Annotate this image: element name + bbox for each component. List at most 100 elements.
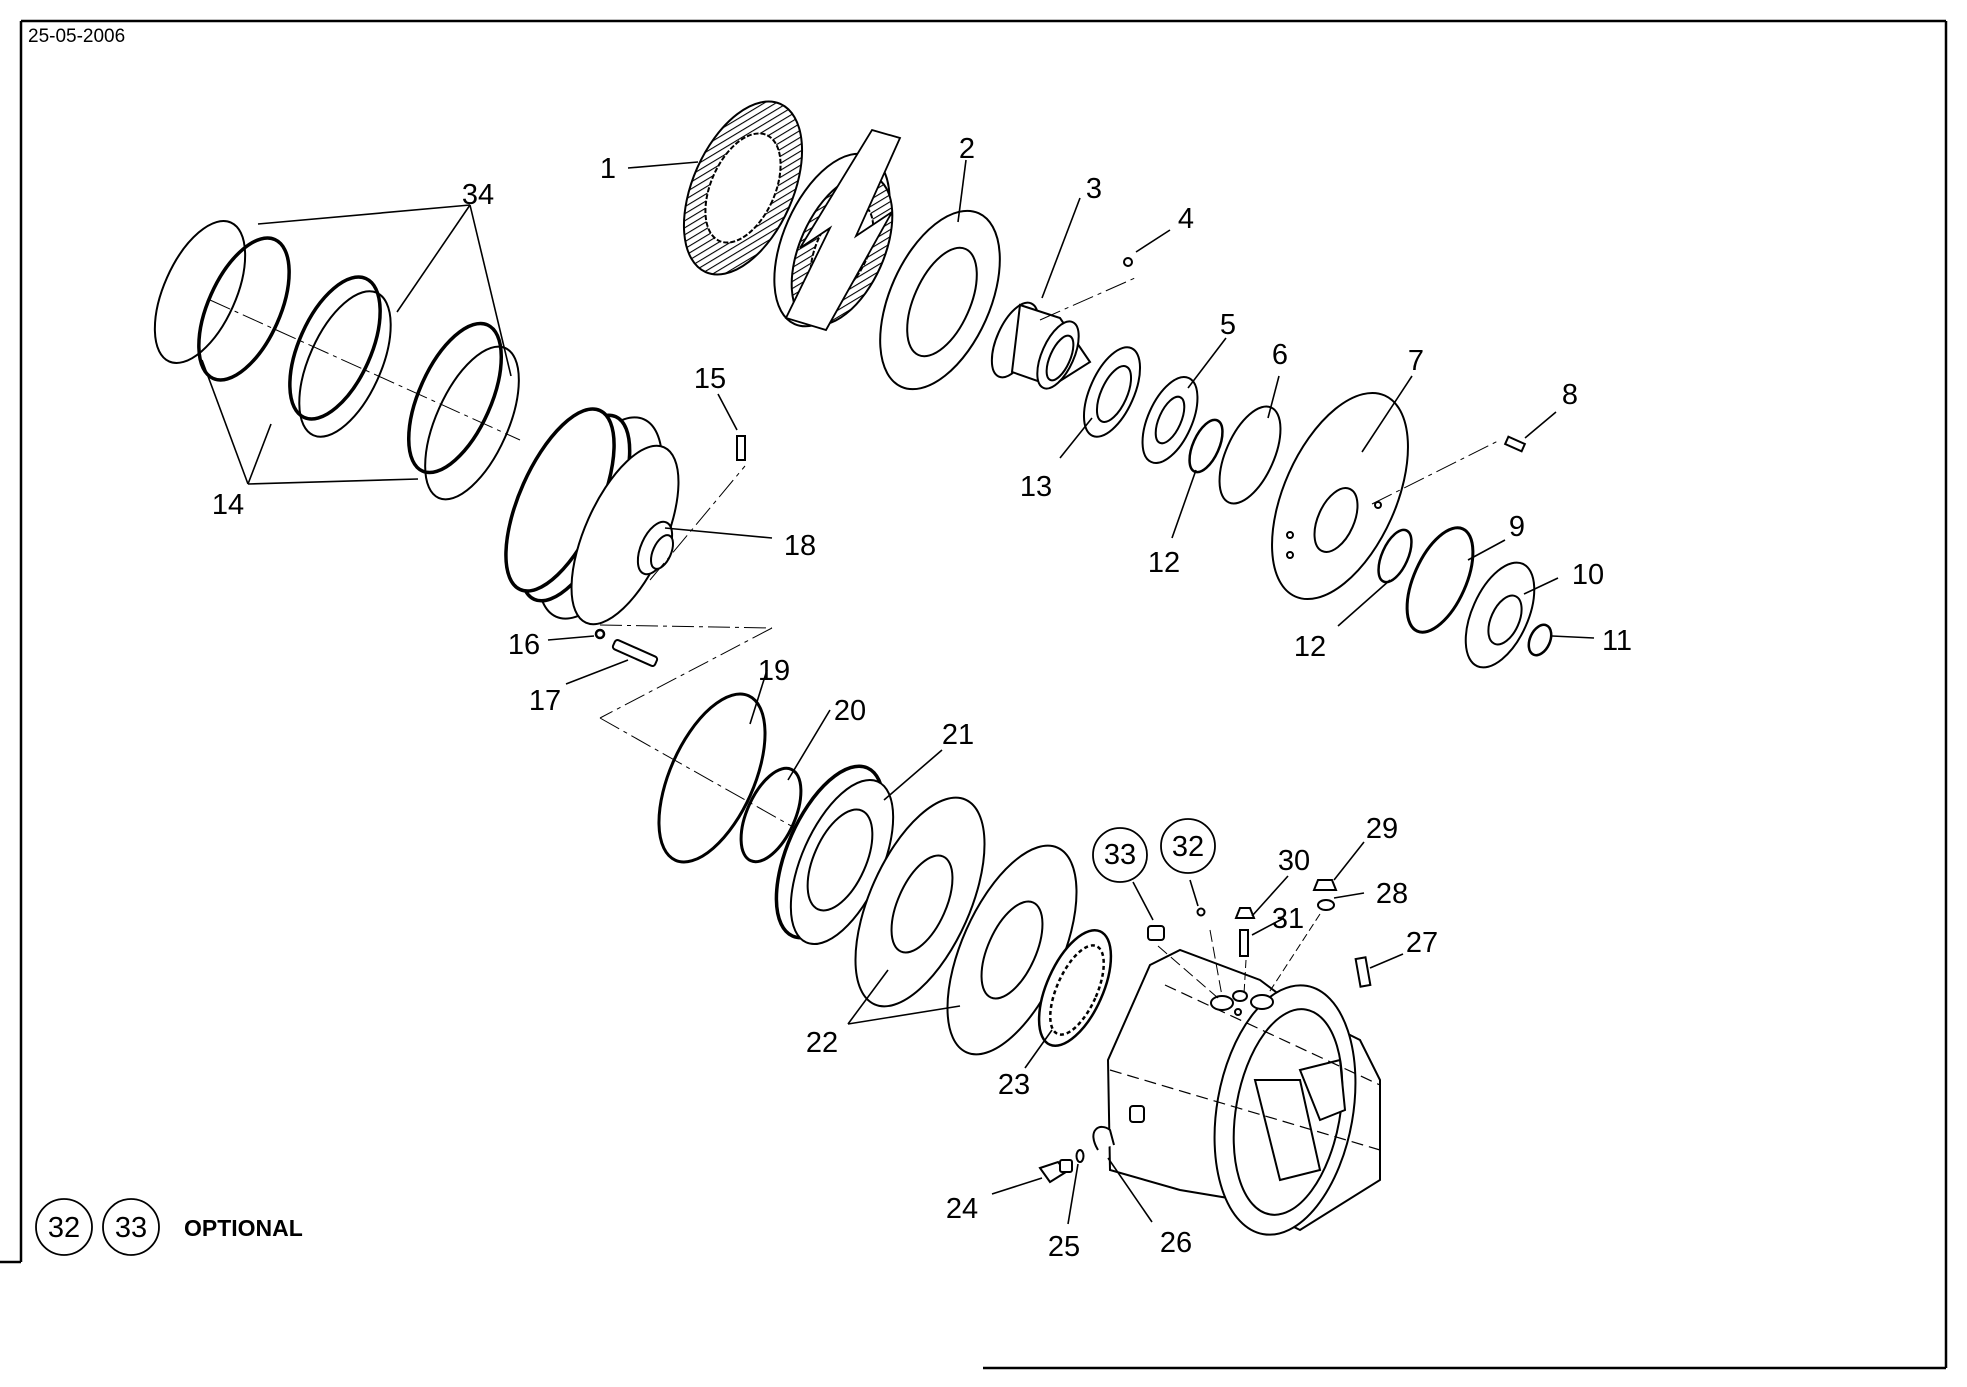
o-ring-9 (1405, 526, 1475, 634)
o-ring-20 (739, 766, 803, 864)
centerline-drum (599, 624, 773, 629)
callout-20: 20 (834, 695, 866, 727)
leader-10 (1523, 577, 1559, 595)
callout-19: 19 (758, 655, 790, 687)
drawing-frame (0, 19, 1948, 1370)
ball-16 (594, 628, 606, 640)
callout-8: 8 (1562, 379, 1578, 411)
axle-housing (1106, 948, 1381, 1236)
callout-25: 25 (1048, 1231, 1080, 1263)
centerline-right (1371, 439, 1501, 505)
callout-33: 33 (1104, 839, 1136, 871)
callout-15: 15 (694, 363, 726, 395)
callout-28: 28 (1376, 878, 1408, 910)
callout-circle-32 (1160, 818, 1216, 874)
leader-9 (1467, 539, 1506, 561)
fittings-29-31 (1234, 841, 1404, 995)
leader-22 (847, 969, 961, 1025)
pin-15 (736, 435, 746, 461)
callout-30: 30 (1278, 845, 1310, 877)
leader-19 (749, 669, 768, 725)
callout-16: 16 (508, 629, 540, 661)
leader-15 (717, 393, 738, 431)
callout-31: 31 (1272, 903, 1304, 935)
bearing-ring (1082, 346, 1142, 438)
callout-34: 34 (462, 179, 494, 211)
callout-27: 27 (1406, 927, 1438, 959)
callout-18: 18 (784, 530, 816, 562)
callout-22: 22 (806, 1027, 838, 1059)
legend-callout-32: 32 (48, 1212, 80, 1244)
washer-5 (1141, 376, 1199, 464)
callout-3: 3 (1086, 173, 1102, 205)
callout-17: 17 (529, 685, 561, 717)
pin-4 (1123, 257, 1133, 267)
callout-21: 21 (942, 719, 974, 751)
callout-24: 24 (946, 1193, 978, 1225)
leader-6 (1267, 375, 1280, 419)
drain-plug-group (991, 1125, 1153, 1225)
leader-12a (1171, 469, 1197, 539)
callout-13: 13 (1020, 471, 1052, 503)
callout-12: 12 (1294, 631, 1326, 663)
leader-23 (1024, 1029, 1053, 1069)
cap-10 (1464, 561, 1536, 669)
callout-4: 4 (1178, 203, 1194, 235)
leader-11 (1551, 635, 1595, 639)
callout-10: 10 (1572, 559, 1604, 591)
leader-7 (1361, 375, 1413, 453)
o-ring-11 (1527, 623, 1553, 657)
callout-9: 9 (1509, 511, 1525, 543)
piston-plate (1271, 391, 1409, 601)
legend-circles (35, 1198, 160, 1256)
leader-17 (565, 659, 629, 685)
callout-29: 29 (1366, 813, 1398, 845)
centerline-drum-b (599, 627, 773, 719)
optional-label: OPTIONAL (184, 1215, 303, 1241)
dowel-8 (1503, 435, 1527, 453)
leader-1 (627, 161, 699, 169)
discs-22 (854, 796, 1078, 1056)
callout-12: 12 (1148, 547, 1180, 579)
leader-12b (1337, 579, 1391, 627)
housing-top-ports (1210, 990, 1274, 1016)
legend-callout-33: 33 (115, 1212, 147, 1244)
leader-4 (1135, 229, 1171, 253)
leader-21 (883, 749, 943, 801)
callout-2: 2 (959, 133, 975, 165)
centerline-drum-d (649, 465, 746, 581)
seal-rings-34-14 (153, 204, 521, 501)
leader-13 (1059, 417, 1093, 459)
callout-5: 5 (1220, 309, 1236, 341)
leader-8 (1524, 411, 1557, 439)
disc-pack-break (773, 128, 902, 332)
leader-3 (1041, 197, 1081, 299)
fitting-33 (1132, 881, 1219, 999)
friction-disc (682, 100, 804, 276)
leader-18 (664, 527, 773, 539)
callout-1: 1 (600, 153, 616, 185)
clutch-drum (504, 407, 680, 626)
leader-2 (957, 159, 967, 223)
callout-circle-33 (1092, 827, 1148, 883)
hub-sleeve (990, 301, 1092, 390)
o-ring-19 (657, 692, 767, 864)
leader-5 (1187, 337, 1227, 389)
fitting-32 (1189, 879, 1223, 997)
callout-14: 14 (212, 489, 244, 521)
centerline-upper (1039, 277, 1136, 321)
pin-17 (611, 639, 659, 667)
leader-16 (547, 635, 595, 641)
callout-23: 23 (998, 1069, 1030, 1101)
legend-labels: 32 33 (48, 1212, 147, 1244)
snap-ring-12b (1377, 528, 1413, 584)
leader-20 (787, 709, 831, 781)
steel-plate (879, 209, 1001, 391)
callout-26: 26 (1160, 1227, 1192, 1259)
drawing-date: 25-05-2006 (28, 26, 126, 47)
callout-32: 32 (1172, 831, 1204, 863)
callout-11: 11 (1602, 625, 1632, 657)
bearing-nut (1037, 928, 1113, 1048)
